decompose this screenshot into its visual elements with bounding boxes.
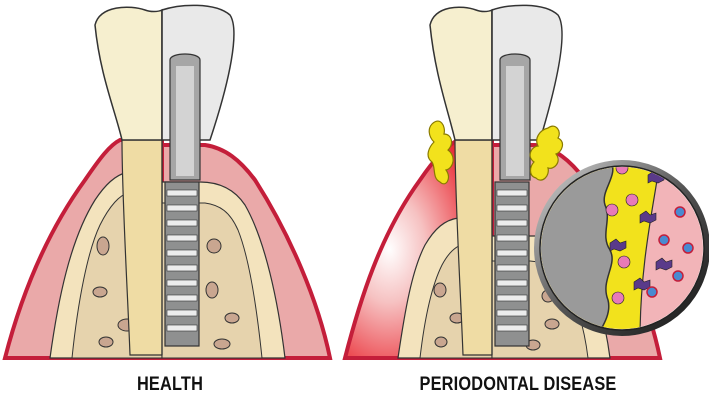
immune-cells (605, 167, 694, 305)
tooth-icon (429, 6, 493, 141)
implant-threads (494, 181, 530, 347)
implant-threads (164, 181, 200, 347)
magnifier-icon (534, 160, 709, 336)
tooth-root (121, 139, 163, 356)
tooth-root (454, 139, 493, 356)
bacteria-icon (609, 170, 673, 291)
health-panel (2, 4, 333, 360)
health-label: HEALTH (136, 374, 204, 395)
plaque-icon (529, 125, 564, 181)
periodontal-disease-label: PERIODONTAL DISEASE (419, 374, 617, 395)
plaque-icon (427, 120, 454, 185)
disease-panel (342, 4, 709, 360)
tooth-icon (94, 6, 163, 141)
